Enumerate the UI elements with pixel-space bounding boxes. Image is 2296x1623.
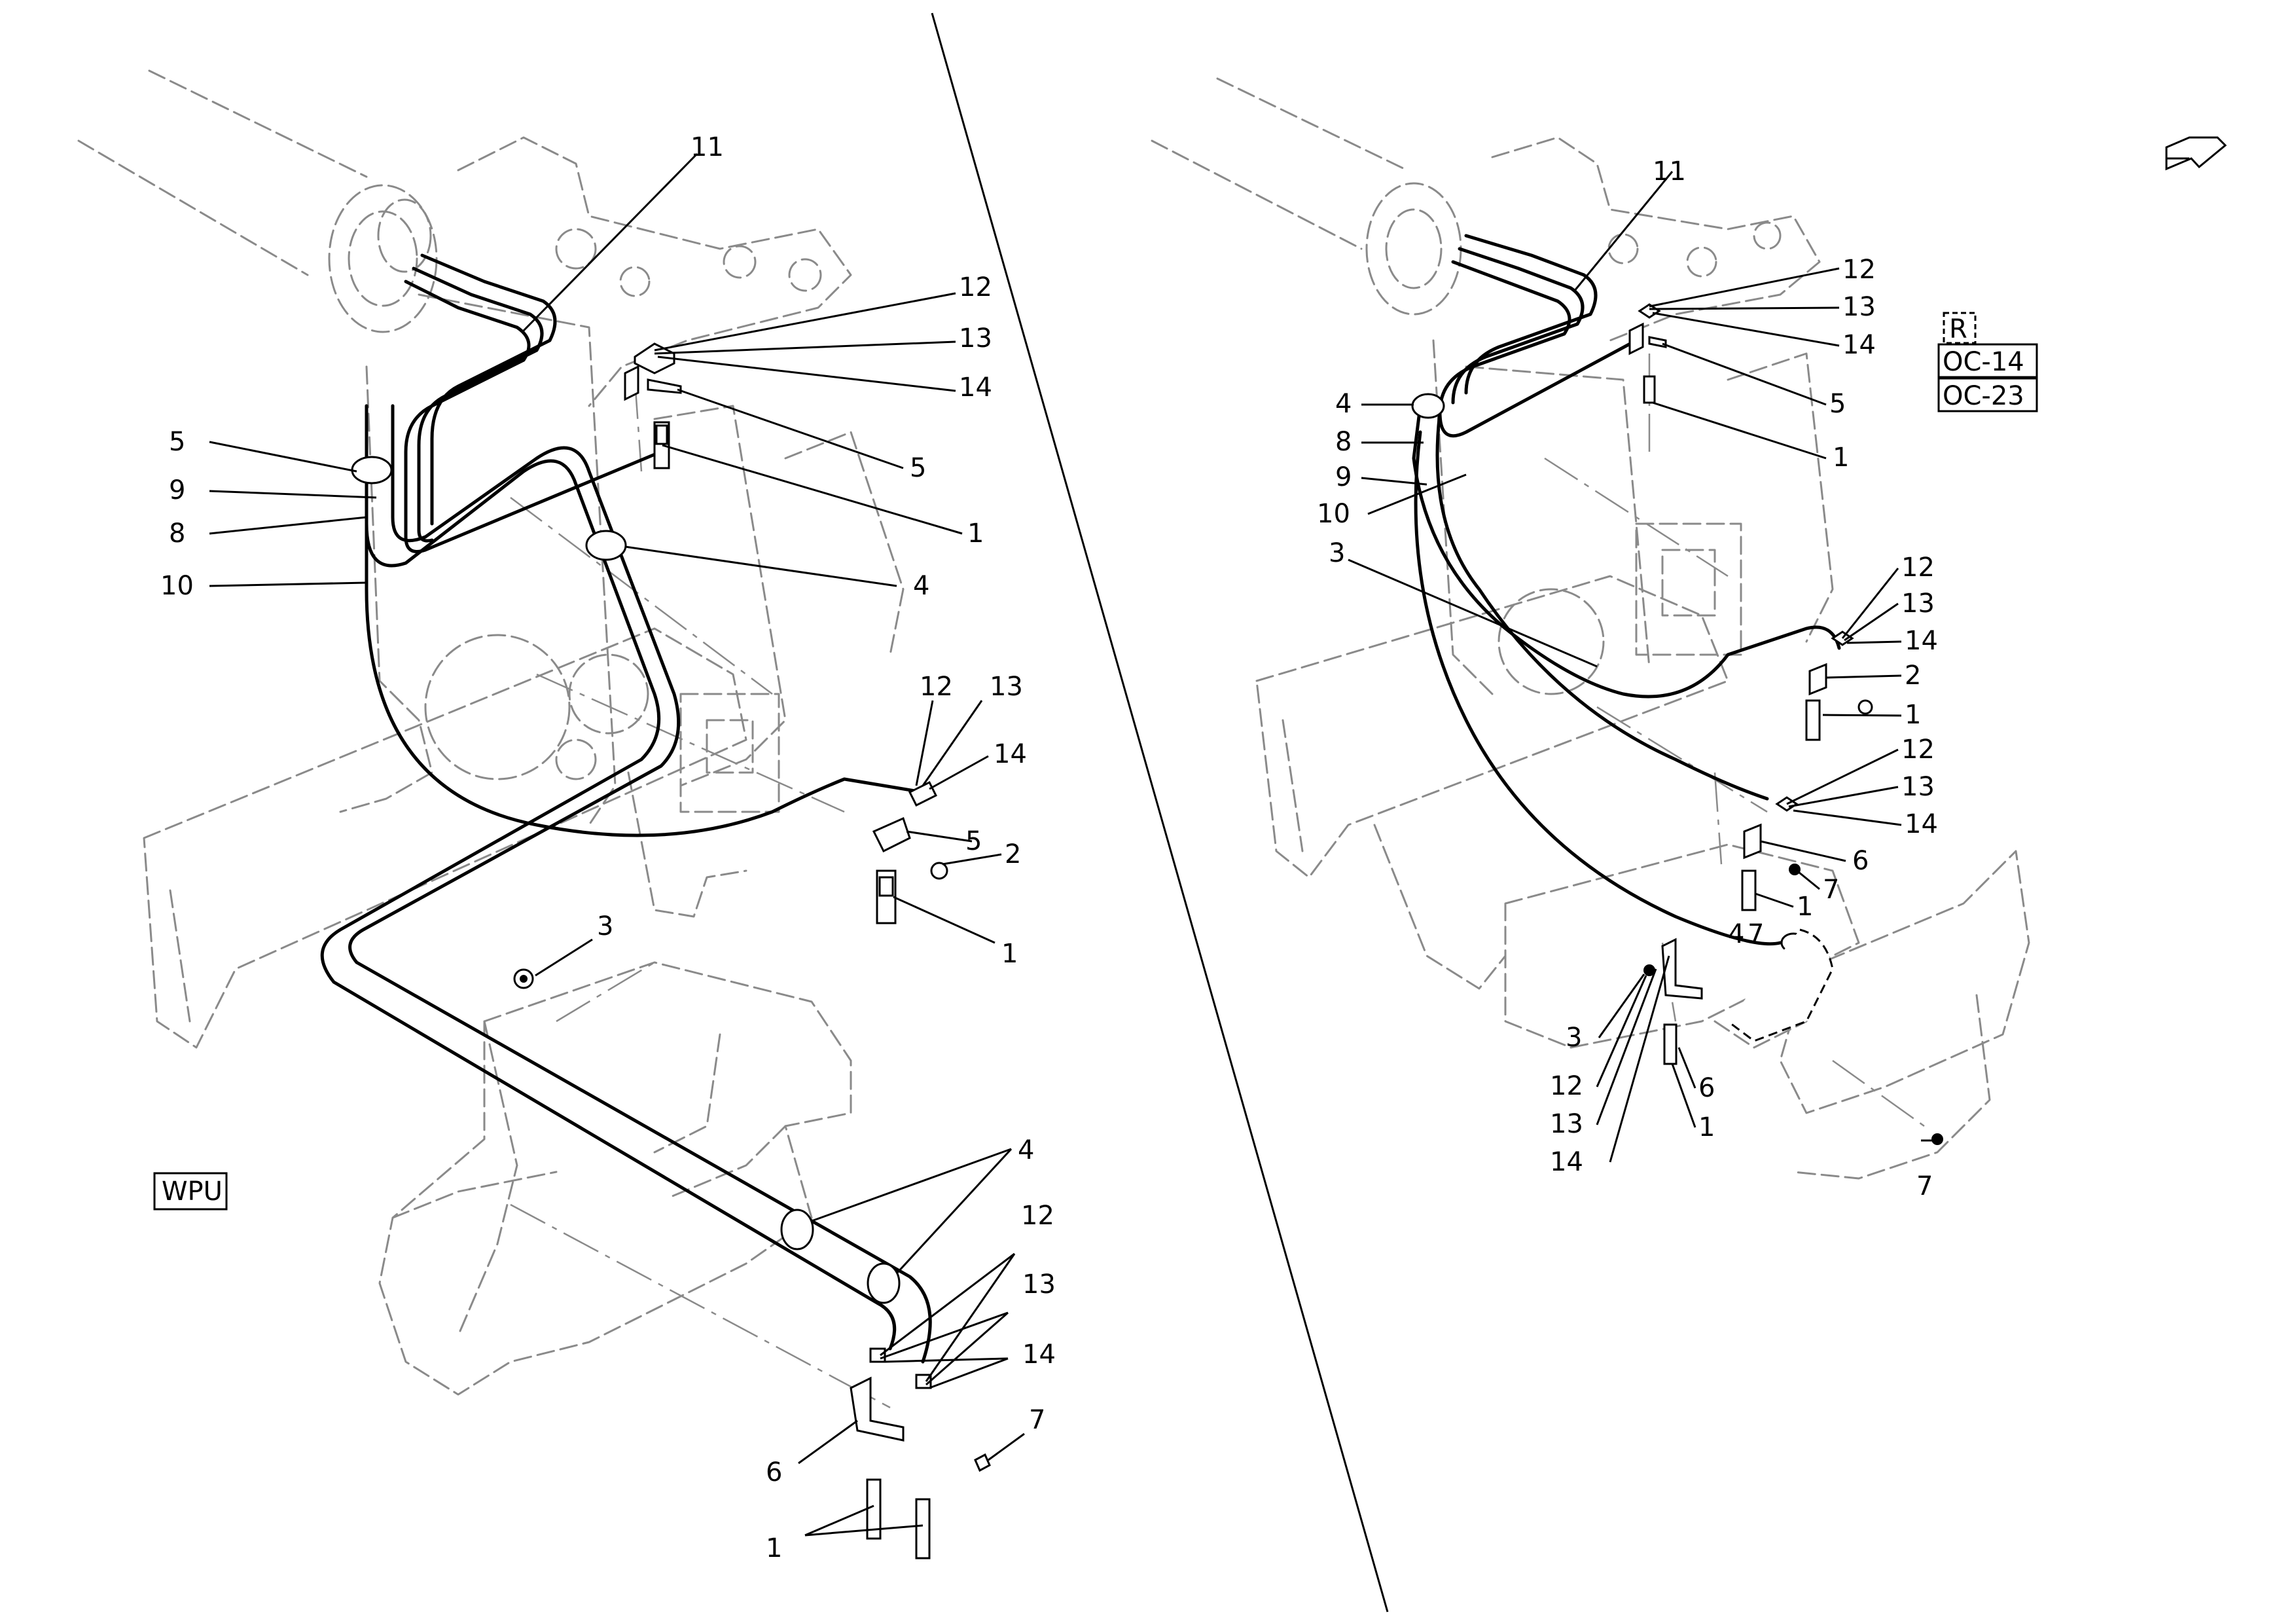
callout: 13 bbox=[1550, 1109, 1583, 1139]
callout: 13 bbox=[1022, 1269, 1056, 1300]
callout: 5 bbox=[169, 427, 185, 457]
callout: 1 bbox=[1001, 939, 1018, 969]
callout: 5 bbox=[910, 453, 926, 483]
callout: 12 bbox=[1550, 1071, 1583, 1101]
callout: 14 bbox=[1905, 626, 1938, 656]
callout: 5 bbox=[965, 826, 982, 856]
callout: 6 bbox=[1698, 1073, 1715, 1103]
callout: 2 bbox=[1005, 839, 1021, 869]
callout: 12 bbox=[959, 272, 992, 302]
callout: 1 bbox=[766, 1533, 782, 1563]
callout: 13 bbox=[1901, 772, 1935, 802]
callout: 12 bbox=[1901, 553, 1935, 583]
left-hose-bundle bbox=[320, 253, 932, 1364]
left-clamps bbox=[351, 456, 901, 1304]
callout: 6 bbox=[1852, 846, 1869, 876]
callout: 1 bbox=[1905, 700, 1921, 730]
callout: 12 bbox=[1842, 255, 1876, 285]
left-fittings bbox=[513, 342, 991, 1559]
callout: 4 bbox=[1335, 389, 1352, 419]
wpu-badge: WPU bbox=[153, 1172, 228, 1211]
callout: 10 bbox=[160, 571, 194, 601]
reference-r-label: R bbox=[1949, 314, 1967, 344]
wpu-badge-label: WPU bbox=[162, 1176, 223, 1207]
next-page-arrow-icon[interactable] bbox=[2165, 136, 2227, 171]
callout: 14 bbox=[1905, 809, 1938, 839]
callout: 4 bbox=[1728, 919, 1744, 949]
left-leaders bbox=[209, 153, 1025, 1537]
callout: 9 bbox=[1335, 462, 1352, 492]
callout: 14 bbox=[1842, 330, 1876, 360]
callout: 6 bbox=[766, 1457, 782, 1487]
reference-oc14: OC-14 bbox=[1943, 347, 2024, 377]
callout: 9 bbox=[169, 475, 185, 505]
callout: 8 bbox=[1335, 427, 1352, 457]
callout: 12 bbox=[1021, 1201, 1054, 1231]
callout: 7 bbox=[1748, 919, 1764, 949]
callout: 4 bbox=[913, 571, 929, 601]
callout: 1 bbox=[1797, 892, 1813, 922]
callout: 12 bbox=[1901, 735, 1935, 765]
callout: 14 bbox=[959, 373, 992, 403]
callout: 13 bbox=[1842, 292, 1876, 322]
callout: 3 bbox=[1329, 538, 1345, 568]
reference-oc23: OC-23 bbox=[1943, 381, 2024, 411]
callout: 1 bbox=[1698, 1112, 1715, 1142]
callout: 14 bbox=[1550, 1147, 1583, 1177]
view-divider bbox=[931, 12, 1389, 1613]
callout: 11 bbox=[691, 132, 724, 162]
right-callouts: 11 12 13 14 5 1 4 8 9 10 3 12 13 14 2 1 … bbox=[1317, 156, 1938, 1201]
callout: 13 bbox=[1901, 589, 1935, 619]
callout: 7 bbox=[1029, 1405, 1045, 1435]
callout: 1 bbox=[967, 519, 984, 549]
callout: 13 bbox=[990, 672, 1023, 702]
callout: 4 bbox=[1018, 1135, 1034, 1165]
callout: 11 bbox=[1653, 156, 1686, 187]
callout: 5 bbox=[1829, 389, 1846, 419]
callout: 14 bbox=[994, 739, 1027, 769]
callout: 12 bbox=[920, 672, 953, 702]
reference-box: R OC-14 OC-23 bbox=[1937, 312, 2038, 412]
right-machine-ghost bbox=[1151, 77, 2030, 1180]
callout: 13 bbox=[959, 323, 992, 354]
callout: 10 bbox=[1317, 499, 1350, 529]
right-leaders bbox=[1348, 171, 1934, 1163]
callout: 3 bbox=[597, 911, 613, 941]
callout: 14 bbox=[1022, 1340, 1056, 1370]
callout: 1 bbox=[1833, 443, 1849, 473]
left-callouts: 11 12 13 14 5 1 4 5 9 8 10 12 13 14 5 2 … bbox=[160, 132, 1056, 1563]
right-fittings bbox=[1628, 303, 1943, 1145]
callout: 2 bbox=[1905, 661, 1921, 691]
right-hose-bundle bbox=[1412, 234, 1841, 946]
callout: 8 bbox=[169, 519, 185, 549]
callout: 7 bbox=[1823, 875, 1839, 905]
callout: 7 bbox=[1916, 1171, 1933, 1201]
callout: 3 bbox=[1566, 1023, 1582, 1053]
